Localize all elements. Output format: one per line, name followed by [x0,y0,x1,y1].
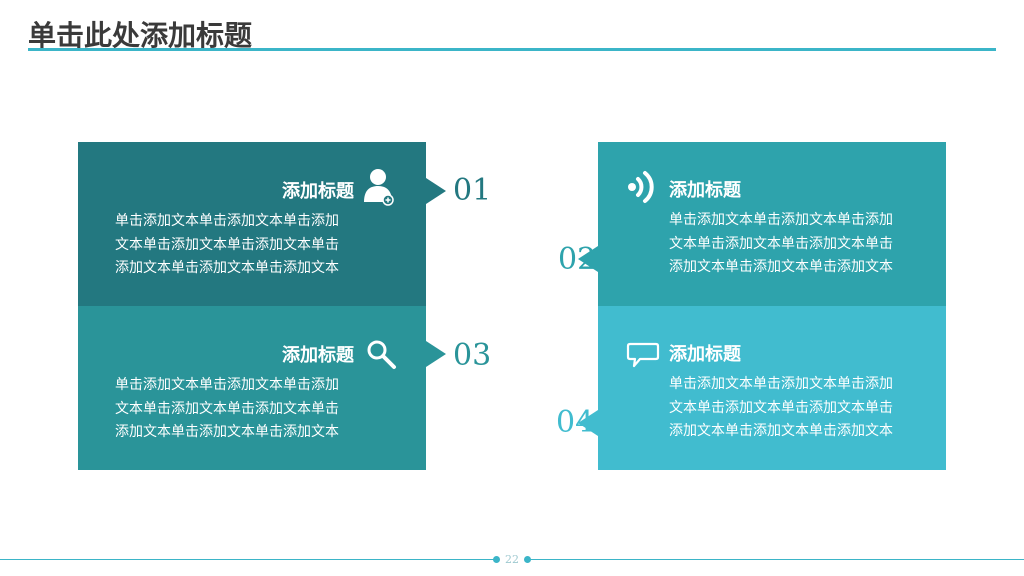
content-block-3[interactable]: 添加标题 单击添加文本单击添加文本单击添加 文本单击添加文本单击添加文本单击 添… [78,306,426,470]
footer-dot-right [524,556,531,563]
block-2-heading[interactable]: 添加标题 [669,180,741,200]
block-3-pointer [426,341,446,367]
block-3-line-2: 文本单击添加文本单击添加文本单击 [115,399,339,416]
footer-dot-left [493,556,500,563]
block-1-heading[interactable]: 添加标题 [282,181,354,201]
page-title[interactable]: 单击此处添加标题 [28,20,253,51]
block-1-line-1: 单击添加文本单击添加文本单击添加 [115,212,339,228]
block-1-number: 01 [453,173,492,208]
content-block-4[interactable]: 添加标题 单击添加文本单击添加文本单击添加 文本单击添加文本单击添加文本单击 添… [598,306,946,470]
footer-line-left [0,559,494,560]
block-3-line-1: 单击添加文本单击添加文本单击添加 [115,376,339,392]
block-4-heading[interactable]: 添加标题 [669,344,741,364]
block-3-line-3: 添加文本单击添加文本单击添加文本 [115,423,339,439]
user-add-icon [363,166,397,211]
page-number: 22 [505,553,519,566]
search-icon [365,338,399,377]
block-4-line-3: 添加文本单击添加文本单击添加文本 [669,422,893,438]
block-4-line-2: 文本单击添加文本单击添加文本单击 [669,398,893,415]
title-underline [28,48,996,51]
block-3-heading[interactable]: 添加标题 [282,345,354,365]
block-2-line-1: 单击添加文本单击添加文本单击添加 [669,211,893,227]
block-4-text[interactable]: 单击添加文本单击添加文本单击添加 文本单击添加文本单击添加文本单击 添加文本单击… [669,372,914,443]
block-3-number: 03 [453,338,492,373]
block-1-pointer [426,178,446,204]
block-2-line-3: 添加文本单击添加文本单击添加文本 [669,258,893,274]
footer-line-right [530,559,1024,560]
block-2-pointer [578,246,598,272]
wifi-signal-icon [626,168,660,211]
block-1-text[interactable]: 单击添加文本单击添加文本单击添加 文本单击添加文本单击添加文本单击 添加文本单击… [115,209,360,280]
block-4-line-1: 单击添加文本单击添加文本单击添加 [669,375,893,391]
block-2-text[interactable]: 单击添加文本单击添加文本单击添加 文本单击添加文本单击添加文本单击 添加文本单击… [669,208,914,279]
block-2-line-2: 文本单击添加文本单击添加文本单击 [669,234,893,251]
block-3-text[interactable]: 单击添加文本单击添加文本单击添加 文本单击添加文本单击添加文本单击 添加文本单击… [115,373,360,444]
content-block-2[interactable]: 添加标题 单击添加文本单击添加文本单击添加 文本单击添加文本单击添加文本单击 添… [598,142,946,306]
block-1-line-2: 文本单击添加文本单击添加文本单击 [115,235,339,252]
block-1-line-3: 添加文本单击添加文本单击添加文本 [115,259,339,275]
content-block-1[interactable]: 添加标题 单击添加文本单击添加文本单击添加 文本单击添加文本单击添加文本单击 添… [78,142,426,306]
chat-bubble-icon [626,340,660,375]
block-4-pointer [578,410,598,436]
